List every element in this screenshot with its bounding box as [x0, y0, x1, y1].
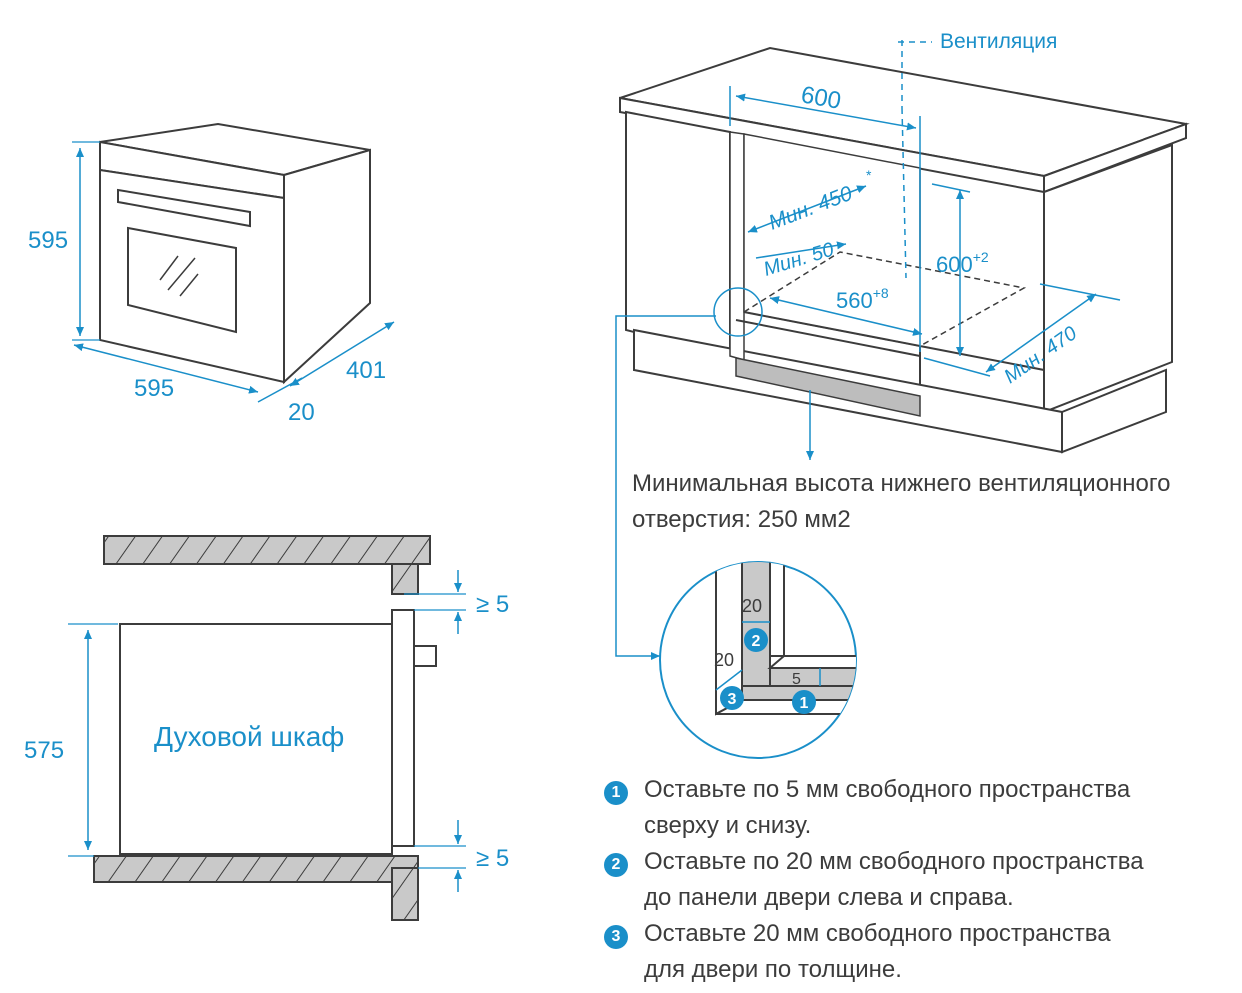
- detail-marker-1-num: 1: [800, 695, 809, 712]
- note-1: 1 Оставьте по 5 мм свободного пространст…: [604, 772, 1234, 844]
- niche-height-label: 600+2: [936, 249, 989, 277]
- detail-marker-1: [792, 690, 816, 714]
- oven-box: [119, 623, 393, 855]
- detail-gap-door: 20: [714, 650, 734, 670]
- detail-marker-3: [720, 686, 744, 710]
- vent-note-line-1: Минимальная высота нижнего вентиляционно…: [632, 470, 1171, 497]
- oven-dimensions: 595 595 401 20: [28, 141, 395, 426]
- oven-handle: [117, 188, 251, 228]
- vent-note: Минимальная высота нижнего вентиляционно…: [632, 466, 1232, 538]
- oven-door-label: 20: [288, 399, 315, 426]
- oven-3d-view: [99, 122, 371, 385]
- detail-marker-2-num: 2: [752, 633, 761, 650]
- min-depth-star: *: [866, 167, 872, 183]
- detail-gap-bottom: 5: [792, 671, 801, 688]
- section-view: Духовой шкаф: [93, 535, 437, 921]
- oven-height-label: 595: [28, 227, 68, 254]
- cabinet-3d-view: [619, 46, 1190, 454]
- oven-depth-label: 401: [346, 357, 386, 384]
- gap-bottom-label: ≥ 5: [476, 845, 509, 872]
- note-2-line-1: Оставьте по 20 мм свободного пространств…: [644, 848, 1144, 875]
- oven-label: Духовой шкаф: [154, 721, 344, 752]
- vent-note-line-2: отверстия: 250 мм2: [632, 506, 851, 533]
- detail-marker-2: [744, 628, 768, 652]
- note-3-line-2: для двери по толщине.: [644, 956, 902, 983]
- detail-callout: [713, 287, 763, 337]
- detail-view: 20 20 5 2 1 3: [659, 561, 857, 759]
- note-3-line-1: Оставьте 20 мм свободного пространства: [644, 920, 1111, 947]
- note-1-line-2: сверху и снизу.: [644, 812, 812, 839]
- oven-window: [127, 226, 237, 334]
- note-2: 2 Оставьте по 20 мм свободного пространс…: [604, 844, 1234, 916]
- note-3-marker: 3: [604, 925, 628, 949]
- gap-top-label: ≥ 5: [476, 591, 509, 618]
- notes-list: 1 Оставьте по 5 мм свободного пространст…: [604, 772, 1234, 988]
- note-2-marker: 2: [604, 853, 628, 877]
- oven-width-label: 595: [134, 375, 174, 402]
- vent-slot: [735, 357, 921, 417]
- section-dimensions: 575 ≥ 5 ≥ 5: [24, 570, 509, 892]
- detail-marker-3-num: 3: [728, 691, 737, 708]
- note-2-line-2: до панели двери слева и справа.: [644, 884, 1014, 911]
- section-height-label: 575: [24, 737, 64, 764]
- ventilation-label: Вентиляция: [940, 30, 1057, 53]
- note-3: 3 Оставьте 20 мм свободного пространства…: [604, 916, 1234, 988]
- niche-width-label: 560+8: [836, 285, 889, 313]
- detail-gap-side: 20: [742, 596, 762, 616]
- note-1-line-1: Оставьте по 5 мм свободного пространства: [644, 776, 1131, 803]
- note-1-marker: 1: [604, 781, 628, 805]
